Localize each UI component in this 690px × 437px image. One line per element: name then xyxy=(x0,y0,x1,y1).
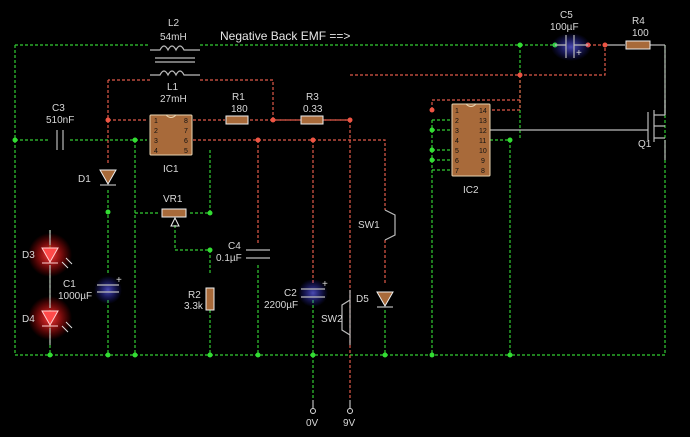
svg-text:+: + xyxy=(116,275,122,286)
terminal-0v-label: 0V xyxy=(306,418,319,429)
ic1-pin-4: 4 xyxy=(154,148,158,155)
r3-value: 0.33 xyxy=(303,104,323,115)
d4-ref: D4 xyxy=(22,314,35,325)
l2-value: 54mH xyxy=(160,32,187,43)
capacitor-c3[interactable]: C3 510nF xyxy=(46,103,74,150)
q1-ref: Q1 xyxy=(638,139,652,150)
mosfet-q1[interactable]: Q1 xyxy=(638,45,666,150)
ic2-pin-12: 12 xyxy=(479,128,487,135)
led-d4[interactable]: D4 xyxy=(22,296,73,340)
r2-ref: R2 xyxy=(188,290,201,301)
ic2-pin-1: 1 xyxy=(455,108,459,115)
c1-value: 1000µF xyxy=(58,291,92,302)
d3-ref: D3 xyxy=(22,250,35,261)
capacitor-c4[interactable]: C4 0.1µF xyxy=(216,241,270,264)
ic2-pin-4: 4 xyxy=(455,138,459,145)
resistor-r2[interactable]: R2 3.3k xyxy=(184,287,215,312)
r4-ref: R4 xyxy=(632,16,645,27)
ic2-pin-3: 3 xyxy=(455,128,459,135)
c3-value: 510nF xyxy=(46,115,74,126)
r1-ref: R1 xyxy=(232,92,245,103)
r2-value: 3.3k xyxy=(184,301,204,312)
ic2-pin-5: 5 xyxy=(455,148,459,155)
c4-value: 0.1µF xyxy=(216,253,242,264)
ic1-pin-5: 5 xyxy=(184,148,188,155)
ic1-pin-8: 8 xyxy=(184,118,188,125)
ic2-chip[interactable]: 1 2 3 4 5 6 7 14 13 12 11 10 9 8 IC2 xyxy=(451,103,491,196)
c5-ref: C5 xyxy=(560,10,573,21)
c5-value: 100µF xyxy=(550,22,579,33)
ic1-pin-3: 3 xyxy=(154,138,158,145)
ic1-pin-1: 1 xyxy=(154,118,158,125)
ic2-pin-2: 2 xyxy=(455,118,459,125)
ic1-pin-6: 6 xyxy=(184,138,188,145)
sw2-ref: SW2 xyxy=(321,314,343,325)
capacitor-c1[interactable]: + C1 1000µF xyxy=(58,275,122,304)
r4-value: 100 xyxy=(632,28,649,39)
resistor-r3[interactable]: R3 0.33 xyxy=(300,92,324,125)
c2-value: 2200µF xyxy=(264,300,298,311)
c2-ref: C2 xyxy=(284,288,297,299)
c4-ref: C4 xyxy=(228,241,241,252)
ic2-pin-11: 11 xyxy=(479,138,486,145)
ic2-pin-13: 13 xyxy=(479,118,487,125)
c1-ref: C1 xyxy=(63,279,76,290)
ic2-pin-9: 9 xyxy=(481,158,485,165)
switch-sw2[interactable]: SW2 xyxy=(321,299,351,336)
c3-ref: C3 xyxy=(52,103,65,114)
wires xyxy=(14,44,666,408)
l2-ref: L2 xyxy=(168,18,180,29)
ic2-pin-8: 8 xyxy=(481,168,485,175)
diode-d5[interactable]: D5 xyxy=(356,291,394,308)
inductor-l2[interactable]: L2 54mH xyxy=(150,18,200,63)
ic1-pin-7: 7 xyxy=(184,128,188,135)
d1-ref: D1 xyxy=(78,174,91,185)
ic2-pin-10: 10 xyxy=(479,148,487,155)
diode-d1[interactable]: D1 xyxy=(78,169,117,186)
ic1-chip[interactable]: 1 2 3 4 8 7 6 5 IC1 xyxy=(149,114,193,175)
l1-value: 27mH xyxy=(160,94,187,105)
sw1-ref: SW1 xyxy=(358,220,380,231)
resistor-r4[interactable]: R4 100 xyxy=(625,16,651,50)
svg-text:+: + xyxy=(322,279,328,290)
ic2-ref: IC2 xyxy=(463,185,479,196)
svg-text:+: + xyxy=(576,48,582,59)
inductor-l1[interactable]: L1 27mH xyxy=(150,70,200,105)
junctions xyxy=(12,42,608,358)
ic2-pin-6: 6 xyxy=(455,158,459,165)
r1-value: 180 xyxy=(231,104,248,115)
d5-ref: D5 xyxy=(356,294,369,305)
ic1-pin-2: 2 xyxy=(154,128,158,135)
led-d3[interactable]: D3 xyxy=(22,233,73,277)
terminal-9v-label: 9V xyxy=(343,418,356,429)
diagram-title: Negative Back EMF ==> xyxy=(220,29,350,43)
potentiometer-vr1[interactable]: VR1 xyxy=(161,194,187,227)
resistor-r1[interactable]: R1 180 xyxy=(225,92,249,125)
ic2-pin-7: 7 xyxy=(455,168,459,175)
ic2-pin-14: 14 xyxy=(479,108,487,115)
vr1-ref: VR1 xyxy=(163,194,183,205)
terminal-9v[interactable]: 9V xyxy=(343,408,356,430)
terminal-0v[interactable]: 0V xyxy=(306,408,319,430)
l1-ref: L1 xyxy=(167,82,179,93)
r3-ref: R3 xyxy=(306,92,319,103)
ic1-ref: IC1 xyxy=(163,164,179,175)
switch-sw1[interactable]: SW1 xyxy=(358,209,396,241)
capacitor-c2[interactable]: + C2 2200µF xyxy=(264,279,328,311)
capacitor-c5[interactable]: + C5 100µF xyxy=(550,10,591,61)
